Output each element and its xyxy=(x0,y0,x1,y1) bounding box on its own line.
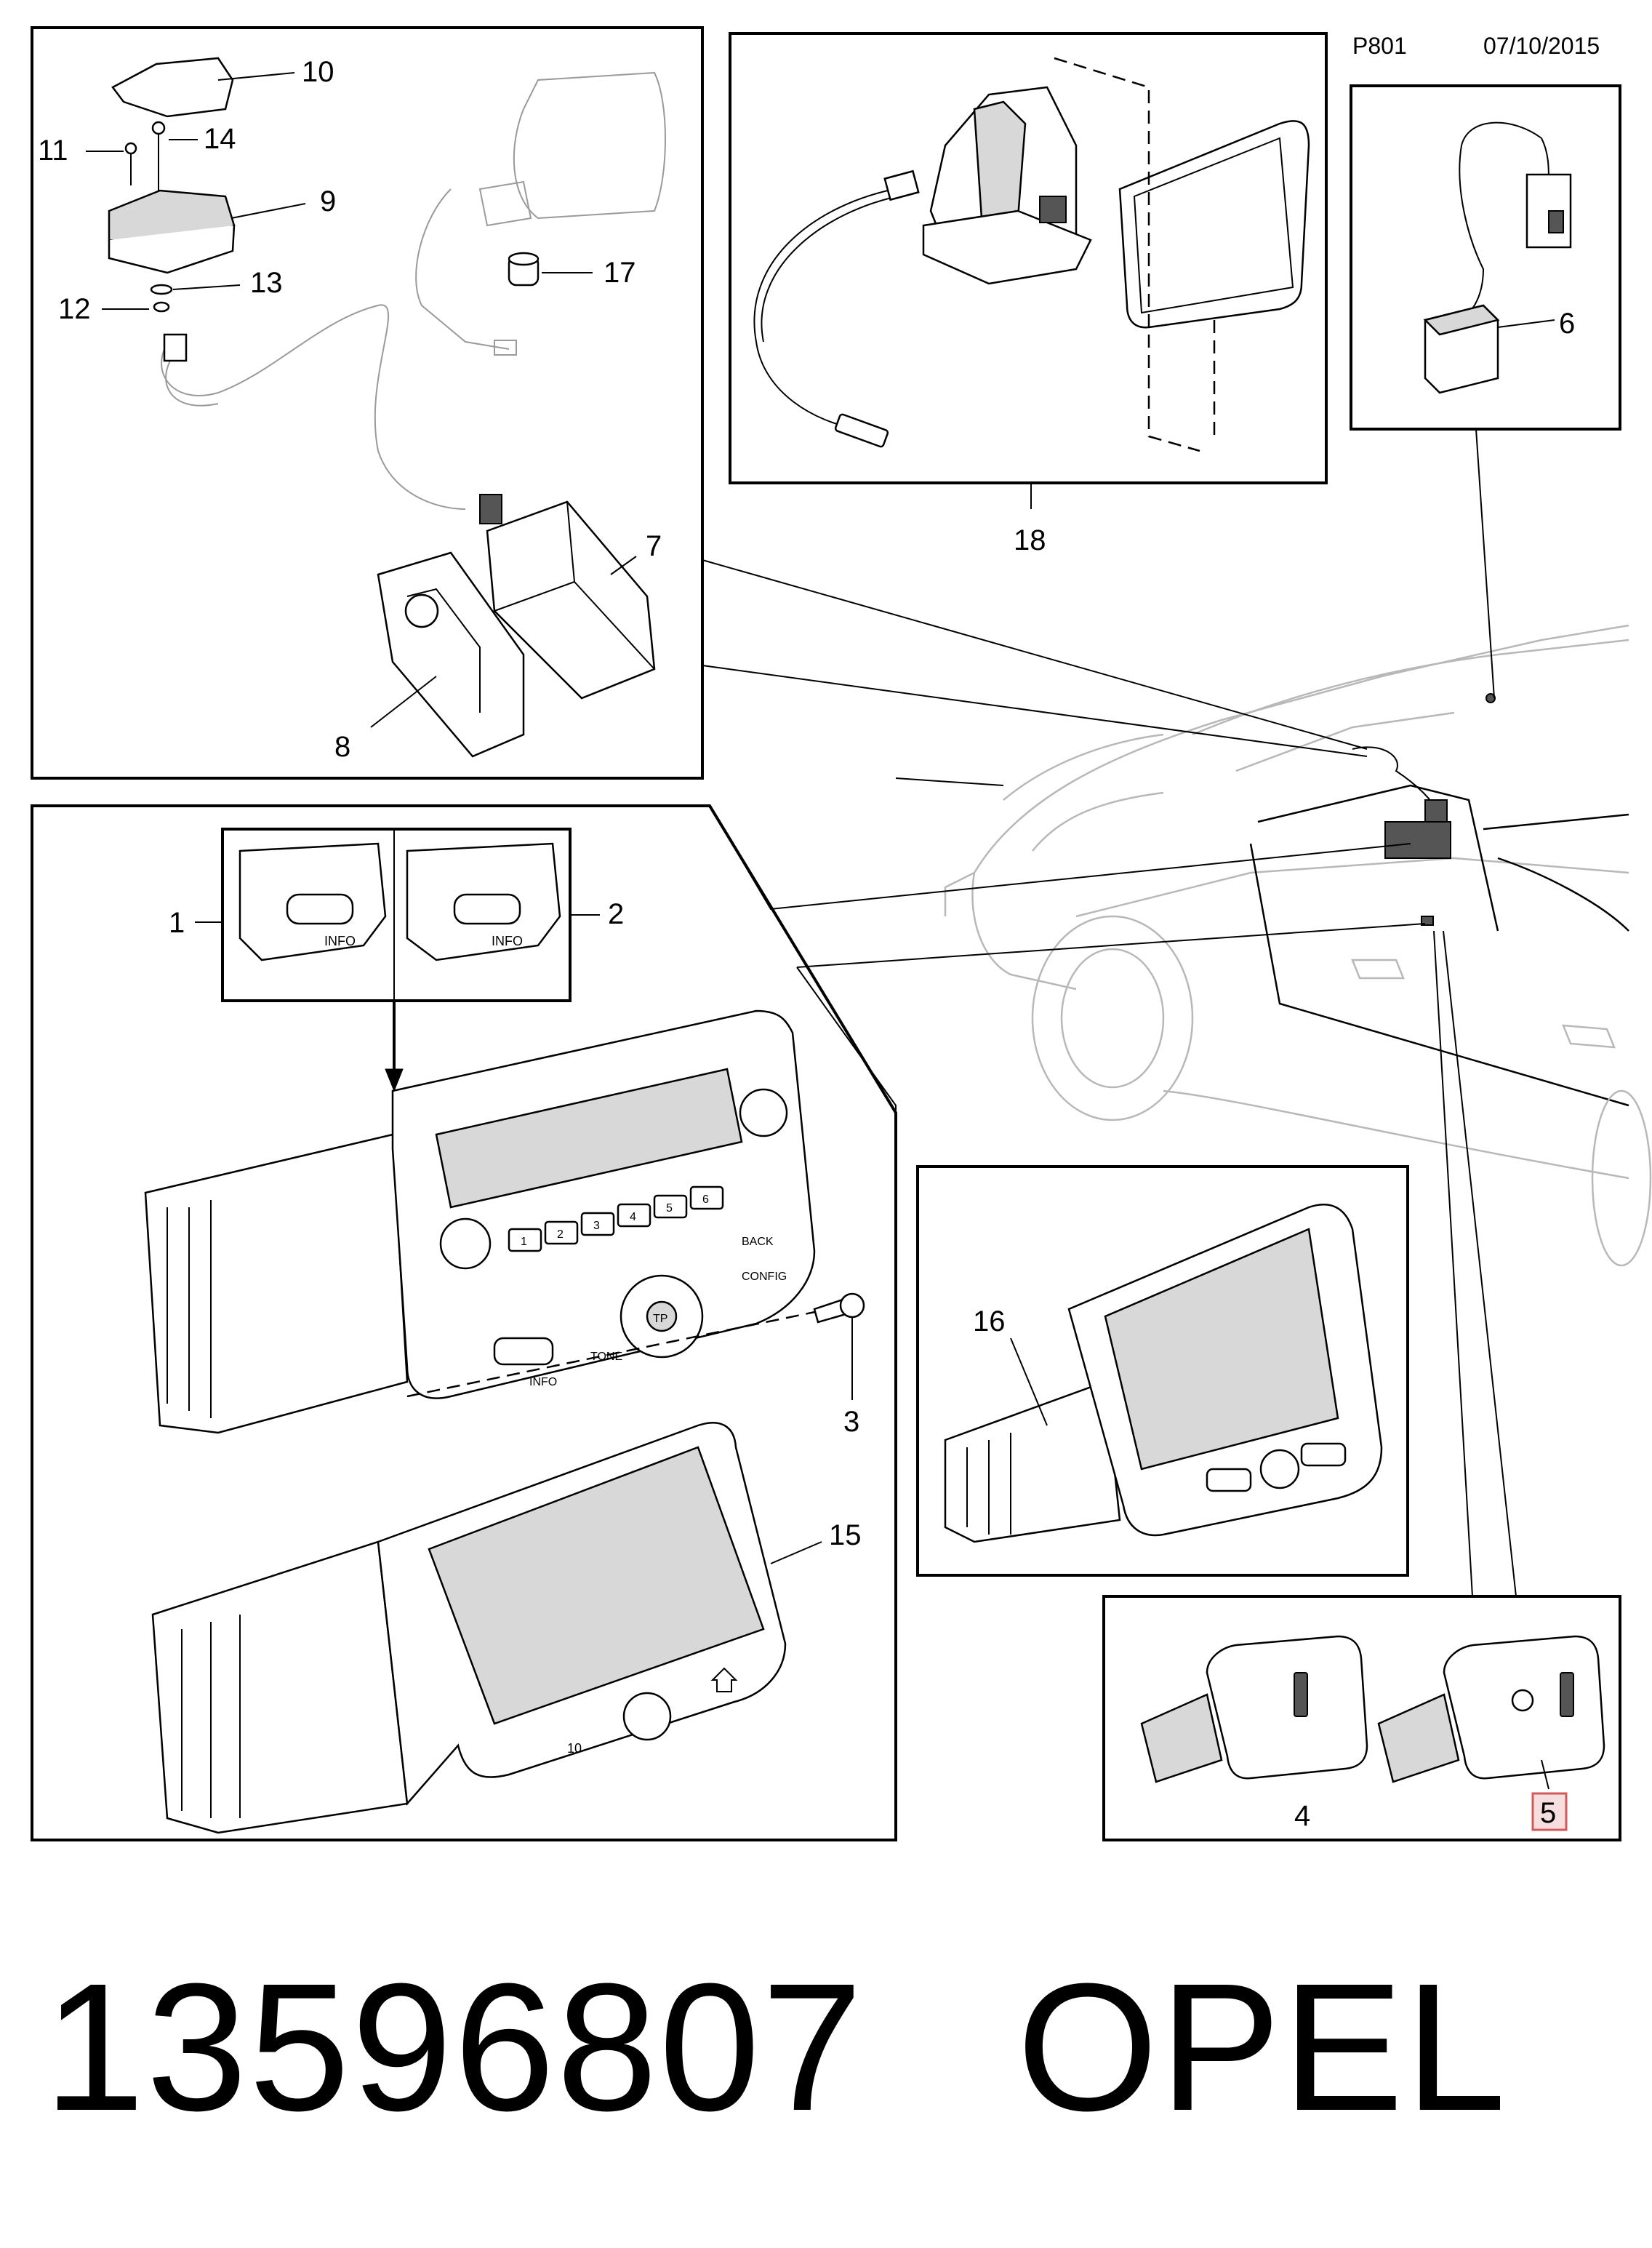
panel-bluetooth-module xyxy=(31,26,704,780)
panel-phone-holder-art xyxy=(753,57,1310,452)
preset-1: 1 xyxy=(521,1236,527,1248)
callout-5: 5 xyxy=(1540,1797,1556,1829)
callout-9: 9 xyxy=(320,185,336,217)
radio-volume-knob xyxy=(439,1217,492,1270)
panel-usb-sockets-art xyxy=(1140,1635,1605,1783)
touchscreen-display xyxy=(1104,1228,1339,1471)
panel-bluetooth-module-art xyxy=(108,57,666,758)
radio-tp-label: TP xyxy=(653,1313,667,1325)
panel-touchscreen-unit xyxy=(916,1165,1409,1577)
harness-connector-block xyxy=(1384,821,1451,859)
callout-12: 12 xyxy=(58,293,91,325)
callout-5-highlight xyxy=(1531,1792,1568,1831)
screw-part-3 xyxy=(839,1292,865,1319)
radio-preset-buttons: 1 2 3 4 5 6 xyxy=(508,1185,724,1252)
inset-info-label-1: INFO xyxy=(324,934,356,948)
usb-socket-face-4 xyxy=(1206,1635,1368,1780)
callout-11: 11 xyxy=(38,135,68,167)
callout-14: 14 xyxy=(204,123,236,155)
callout-7: 7 xyxy=(646,530,662,562)
radio-config-label: CONFIG xyxy=(742,1271,787,1283)
callout-6: 6 xyxy=(1559,308,1575,340)
touchscreen-chassis xyxy=(944,1380,1121,1543)
panel-radio-units-art: INFO INFO TP 1 2 3 4 5 6 INFO TONE xyxy=(144,828,865,1834)
usb-plug xyxy=(834,413,889,448)
callout-3: 3 xyxy=(843,1406,859,1438)
callout-15: 15 xyxy=(829,1519,862,1551)
preset-6: 6 xyxy=(702,1193,709,1206)
callout-13: 13 xyxy=(250,267,283,299)
callout-1: 1 xyxy=(169,907,185,939)
preset-4: 4 xyxy=(630,1211,636,1223)
panel-antenna-lead xyxy=(1350,84,1621,431)
display-frame xyxy=(1118,120,1310,329)
radio-info-label: INFO xyxy=(529,1376,557,1388)
preset-3: 3 xyxy=(593,1220,600,1232)
callout-17: 17 xyxy=(604,257,636,289)
preset-2: 2 xyxy=(557,1228,564,1241)
inset-info-label-2: INFO xyxy=(492,934,523,948)
harness-plug xyxy=(163,333,188,362)
diagram-code: P801 xyxy=(1352,33,1407,59)
panel-radio-units xyxy=(31,804,897,1841)
panel-touchscreen-unit-art xyxy=(944,1204,1383,1543)
touchscreen-knob xyxy=(1259,1449,1300,1489)
cover-part-10 xyxy=(111,57,234,118)
screen-chassis xyxy=(151,1540,409,1834)
callout-18: 18 xyxy=(1014,524,1046,556)
radio-back-label: BACK xyxy=(742,1236,774,1248)
usb-socket-body-4 xyxy=(1140,1693,1223,1783)
preset-5: 5 xyxy=(666,1202,673,1215)
callout-16: 16 xyxy=(973,1305,1006,1337)
vehicle-outline xyxy=(944,624,1652,1267)
panel-radio-units-labels: 1 2 3 15 xyxy=(169,898,862,1564)
panel-bluetooth-module-labels: 10 14 11 9 13 12 17 7 8 xyxy=(38,56,662,763)
callout-10: 10 xyxy=(302,56,334,88)
callout-2: 2 xyxy=(608,898,624,930)
screen-display xyxy=(428,1446,765,1725)
part-number: 13596807 xyxy=(44,1945,865,2148)
screen-unit-label: 10 xyxy=(567,1741,582,1756)
aux-jack xyxy=(1511,1689,1534,1712)
callout-4: 4 xyxy=(1294,1800,1310,1832)
brand-name: OPEL xyxy=(1017,1945,1508,2148)
home-icon xyxy=(710,1667,738,1692)
screen-knob xyxy=(622,1692,672,1741)
radio-chassis xyxy=(144,1133,409,1434)
panel-antenna-lead-art xyxy=(1423,121,1572,394)
panel-leaders xyxy=(702,428,1620,1840)
callout-8: 8 xyxy=(334,731,350,763)
panel-usb-sockets xyxy=(1102,1595,1621,1841)
panel-phone-holder xyxy=(729,32,1328,484)
radio-display xyxy=(435,1068,743,1209)
usb-socket-body-5 xyxy=(1377,1693,1460,1783)
diagram-date: 07/10/2015 xyxy=(1483,33,1600,59)
radio-tune-knob xyxy=(739,1088,788,1137)
